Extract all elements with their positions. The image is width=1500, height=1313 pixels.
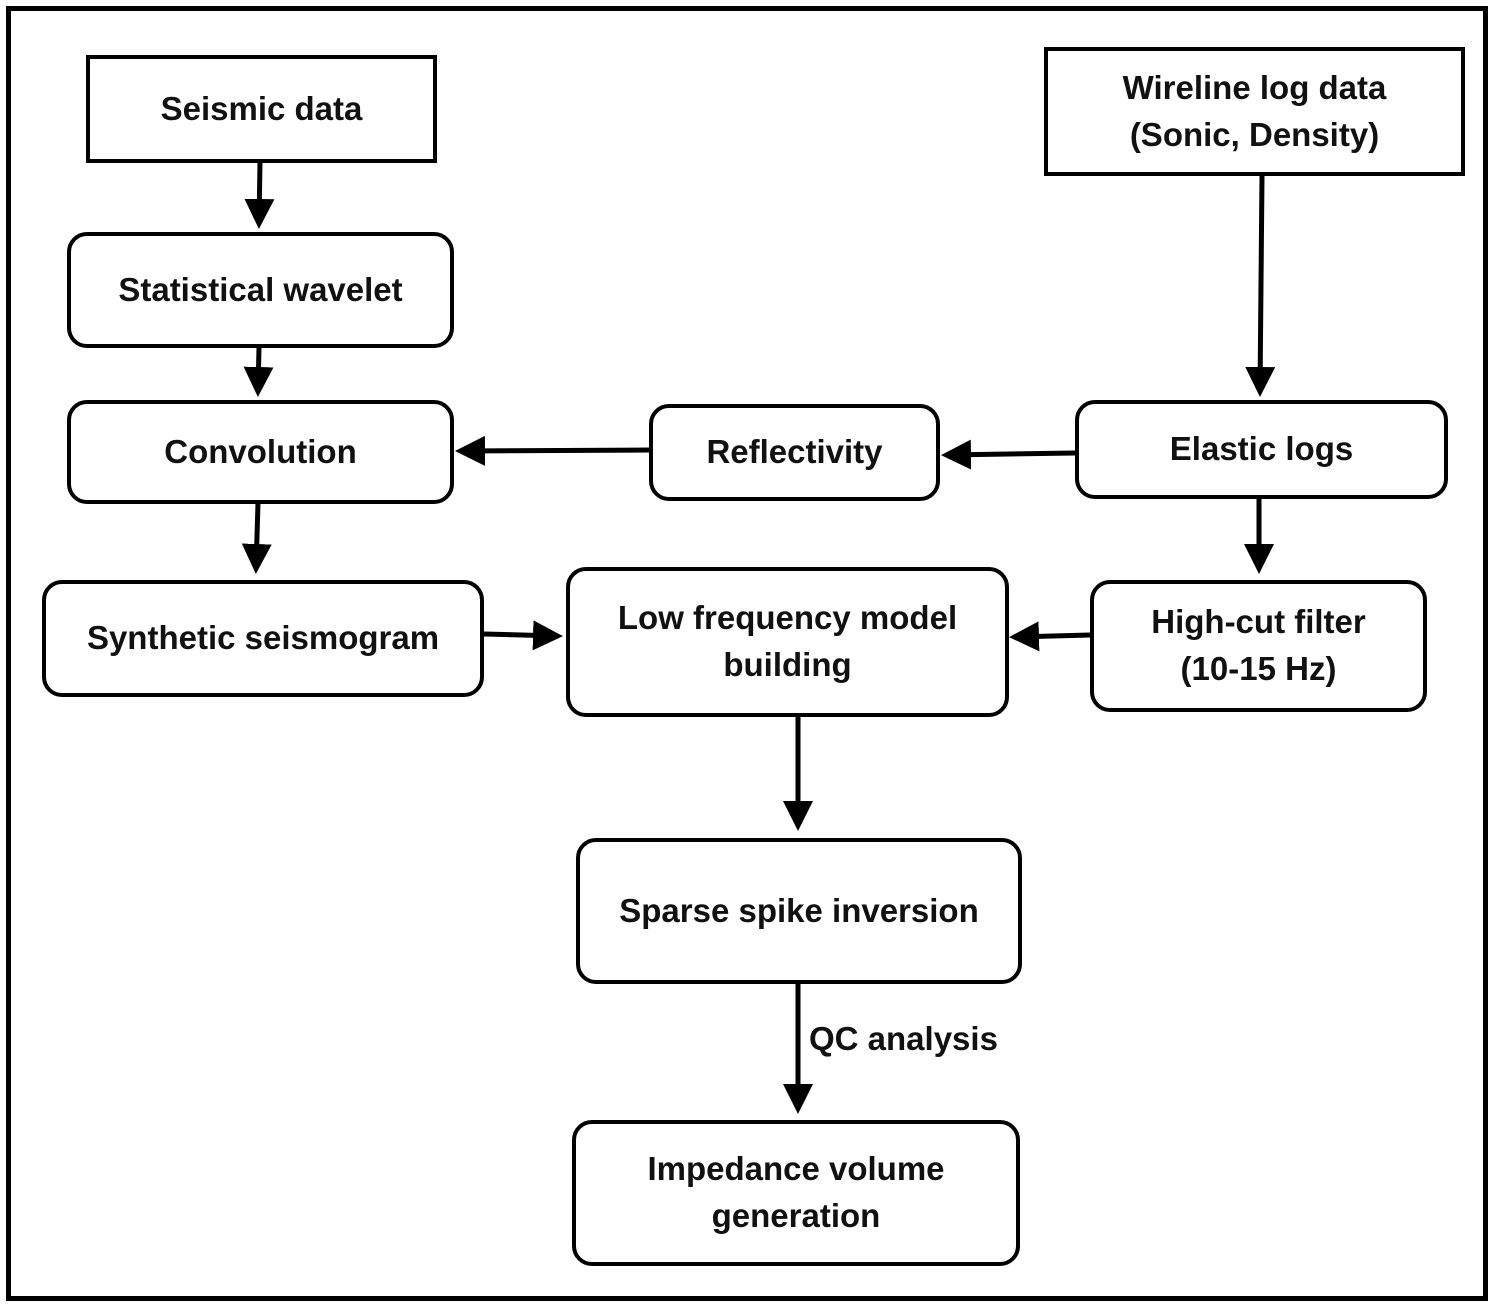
node-label: Convolution <box>164 432 357 470</box>
edge-label-qc-analysis: QC analysis <box>809 1020 998 1057</box>
arrow-reflectivity-to-convolution <box>455 435 650 466</box>
node-label: Reflectivity <box>706 433 883 471</box>
arrow-seismic-to-wavelet <box>244 161 275 229</box>
node-high-cut-filter: High-cut filter (10-15 Hz) <box>1090 580 1427 712</box>
node-sparse-spike-inversion: Sparse spike inversion <box>576 838 1022 984</box>
node-synthetic-seismogram: Synthetic seismogram <box>42 580 484 697</box>
arrow-convolution-to-synthetic <box>241 502 272 574</box>
node-convolution: Convolution <box>67 400 454 504</box>
node-seismic-data: Seismic data <box>86 55 437 163</box>
node-label: Statistical wavelet <box>118 270 403 308</box>
node-label: High-cut filter <box>1151 603 1366 641</box>
arrow-highcut-to-lowfreq <box>1009 621 1091 652</box>
node-label: generation <box>711 1197 881 1234</box>
arrow-wireline-to-elastic <box>1245 175 1276 397</box>
node-label: Elastic logs <box>1169 430 1354 468</box>
node-label: Low frequency model <box>617 599 958 637</box>
node-label: (Sonic, Density) <box>1129 115 1380 153</box>
node-label: Wireline log data <box>1122 68 1387 106</box>
arrow-synthetic-to-lowfreq <box>483 620 563 651</box>
node-impedance-volume-generation: Impedance volume generation <box>572 1120 1020 1266</box>
node-label: (10-15 Hz) <box>1180 650 1337 687</box>
node-label: Synthetic seismogram <box>86 619 440 657</box>
arrow-wavelet-to-convolution <box>243 346 274 397</box>
node-label: Impedance volume <box>647 1150 945 1188</box>
node-elastic-logs: Elastic logs <box>1075 400 1448 499</box>
node-reflectivity: Reflectivity <box>649 404 940 501</box>
arrow-elastic-to-reflectivity <box>941 439 1076 470</box>
node-wireline-log-data: Wireline log data (Sonic, Density) <box>1044 47 1465 176</box>
node-label: building <box>723 646 852 683</box>
node-statistical-wavelet: Statistical wavelet <box>67 232 454 348</box>
node-label: Seismic data <box>160 89 363 127</box>
node-label: Sparse spike inversion <box>619 891 979 929</box>
node-low-frequency-model-building: Low frequency model building <box>566 567 1009 717</box>
